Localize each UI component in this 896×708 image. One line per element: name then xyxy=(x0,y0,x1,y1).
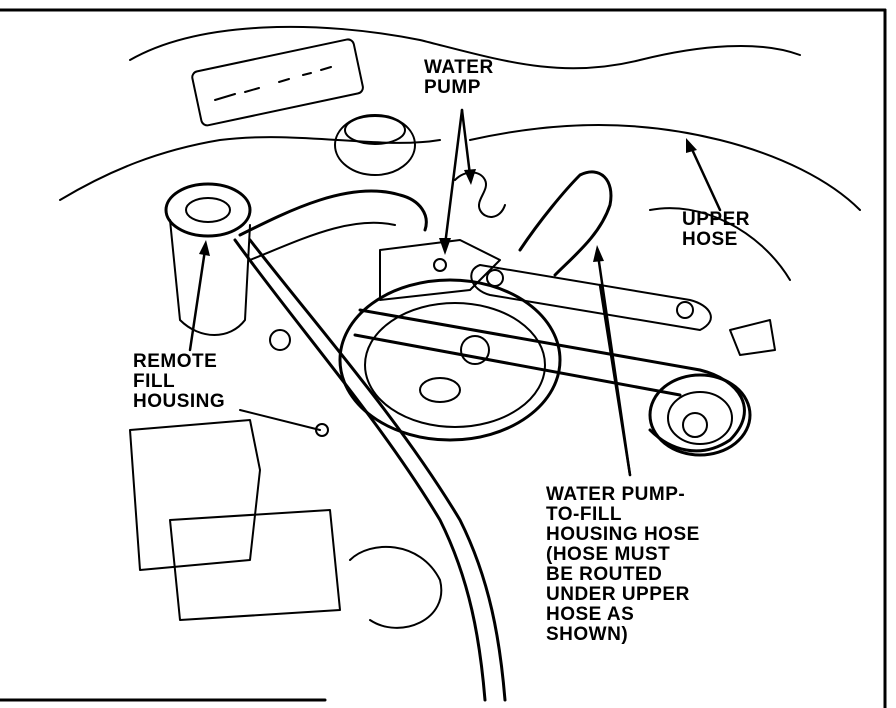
leader-water-pump-2 xyxy=(460,108,472,177)
label-hose-line1: WATER PUMP- xyxy=(546,484,686,505)
pulley-hub xyxy=(460,335,490,365)
label-hose-line8: SHOWN) xyxy=(546,624,629,645)
wire xyxy=(239,409,321,431)
water-pump-pulley xyxy=(338,278,562,442)
label-water-pump-line1: WATER xyxy=(424,57,494,78)
bracket-bolt-3 xyxy=(433,258,447,272)
leader-hose-2 xyxy=(598,283,632,477)
pulley-center xyxy=(419,377,461,403)
water-pump-pulley-inner xyxy=(364,302,546,428)
arrow-water-pump-1 xyxy=(439,238,451,255)
fill-hose-edge xyxy=(248,238,507,702)
fender-outline xyxy=(59,136,441,201)
label-hose-line3: HOUSING HOSE xyxy=(546,524,700,545)
top-hose xyxy=(238,189,428,237)
wire-terminal xyxy=(315,423,329,437)
fill-housing-neck xyxy=(185,197,231,223)
label-hose-line6: UNDER UPPER xyxy=(546,584,690,605)
leader-upper-hose xyxy=(688,143,722,212)
drive-belt xyxy=(353,308,746,453)
label-hose-line2: TO-FILL xyxy=(546,504,622,525)
spring-wire xyxy=(454,171,506,218)
hood-outline xyxy=(129,25,801,70)
lower-part xyxy=(349,545,443,629)
label-remote-fill-line3: HOUSING xyxy=(133,391,226,412)
fill-housing-body xyxy=(169,219,251,336)
label-upper-hose-line2: HOSE xyxy=(682,229,738,250)
label-hose-line5: BE ROUTED xyxy=(546,564,663,585)
leader-water-pump-1 xyxy=(443,108,464,247)
label-plate xyxy=(191,38,364,127)
sensor xyxy=(269,329,291,351)
label-hose-line7: HOSE AS xyxy=(546,604,635,625)
lower-block xyxy=(129,419,261,571)
label-remote-fill-housing: REMOTE FILL HOUSING xyxy=(133,352,225,412)
arrow-remote-fill xyxy=(199,240,210,256)
label-water-pump-to-fill-hose: WATER PUMP- TO-FILL HOUSING HOSE (HOSE M… xyxy=(546,485,700,645)
top-hose-lower xyxy=(249,221,396,261)
lower-block-2 xyxy=(169,509,341,621)
leader-remote-fill xyxy=(188,248,207,352)
bracket-bolt-1 xyxy=(486,269,504,287)
label-upper-hose-line1: UPPER xyxy=(682,209,750,230)
label-remote-fill-line2: FILL xyxy=(133,371,176,392)
arrow-water-pump-2 xyxy=(464,169,476,185)
label-water-pump-line2: PUMP xyxy=(424,77,481,98)
label-water-pump: WATER PUMP xyxy=(424,58,494,98)
fill-hose xyxy=(233,238,487,702)
label-hose-line4: (HOSE MUST xyxy=(546,544,671,565)
label-plate-marks xyxy=(214,66,332,101)
tensioner-bracket xyxy=(470,264,712,331)
arrow-hose-1 xyxy=(593,245,604,262)
label-upper-hose: UPPER HOSE xyxy=(682,210,750,250)
idler-nut xyxy=(682,412,708,438)
upper-panel xyxy=(469,124,861,211)
right-curve xyxy=(649,207,791,281)
reservoir-cap-top xyxy=(344,115,406,145)
fill-housing-cap xyxy=(164,182,252,238)
idler-pulley-inner xyxy=(667,391,733,445)
idler-pulley xyxy=(648,373,752,457)
upper-hose xyxy=(518,170,613,277)
arrow-upper-hose xyxy=(686,138,697,153)
bracket-bolt-2 xyxy=(676,301,694,319)
right-bracket xyxy=(729,319,776,356)
label-remote-fill-line1: REMOTE xyxy=(133,351,218,372)
